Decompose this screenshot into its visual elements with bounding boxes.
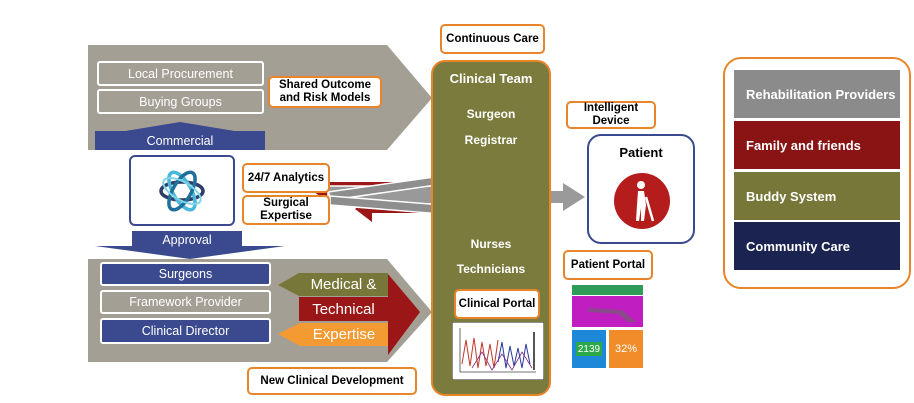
medical-arrow (299, 273, 388, 296)
support-item: Family and friends (734, 121, 900, 169)
patient-portal-box: Patient Portal (563, 250, 653, 280)
surgeon-label: Surgeon (466, 107, 516, 121)
portal-steps-value: 2139 (576, 342, 602, 356)
medical-label: Medical & (310, 276, 377, 293)
portal-progress-card (572, 296, 643, 327)
technical-label: Technical (312, 300, 375, 318)
support-item: Community Care (734, 222, 900, 270)
buying-groups-label: Buying Groups (139, 94, 222, 109)
portal-header-bar (572, 285, 643, 295)
support-item: Buddy System (734, 172, 900, 220)
expertise-label: Expertise (312, 326, 376, 343)
clinical-team-title: Clinical Team (449, 71, 533, 86)
portal-percent-card: 32% (609, 330, 643, 368)
clinical-portal-chart-thumbnail (452, 322, 544, 380)
surgical-expertise-box: Surgical Expertise (242, 195, 330, 225)
expertise-arrow (278, 323, 388, 346)
portal-progress-graph (588, 308, 636, 322)
approval-label: Approval (162, 232, 212, 247)
shared-outcome-box: Shared Outcome and Risk Models (268, 76, 382, 108)
portal-percent-value: 32% (614, 343, 638, 355)
surgeons-button[interactable]: Surgeons (100, 262, 271, 286)
analytics-box: 24/7 Analytics (242, 163, 330, 193)
technicians-label: Technicians (456, 262, 526, 276)
technical-arrow (299, 274, 420, 355)
clinical-director-label: Clinical Director (141, 324, 230, 338)
portal-steps-card: 2139 (572, 330, 606, 368)
commercial-label: Commercial (146, 133, 214, 148)
continuous-care-box: Continuous Care (440, 24, 545, 54)
surgeons-label: Surgeons (158, 267, 213, 281)
connected-rings-logo (159, 170, 205, 211)
approval-arrow (95, 246, 285, 259)
local-procurement-button[interactable]: Local Procurement (97, 61, 264, 86)
registrar-label: Registrar (464, 133, 518, 147)
framework-provider-label: Framework Provider (129, 295, 242, 309)
support-item: Rehabilitation Providers (734, 70, 900, 118)
approval-bar (132, 231, 242, 248)
patient-label: Patient (619, 145, 663, 160)
commercial-bar (95, 131, 265, 150)
framework-provider-button[interactable]: Framework Provider (100, 290, 271, 314)
buying-groups-button[interactable]: Buying Groups (97, 89, 264, 114)
patient-box: Patient (587, 134, 695, 244)
clinical-director-button[interactable]: Clinical Director (100, 318, 271, 344)
logo-box (129, 155, 235, 226)
local-procurement-label: Local Procurement (128, 66, 233, 81)
medical-arrowhead (278, 273, 299, 296)
new-clinical-development-box: New Clinical Development (247, 367, 417, 395)
patient-portal-thumbnail: 2139 32% (572, 285, 643, 370)
clinical-portal-box: Clinical Portal (454, 289, 540, 319)
elderly-person-icon (614, 173, 670, 229)
intelligent-device-box: Intelligent Device (566, 101, 656, 129)
nurses-label: Nurses (470, 237, 512, 251)
